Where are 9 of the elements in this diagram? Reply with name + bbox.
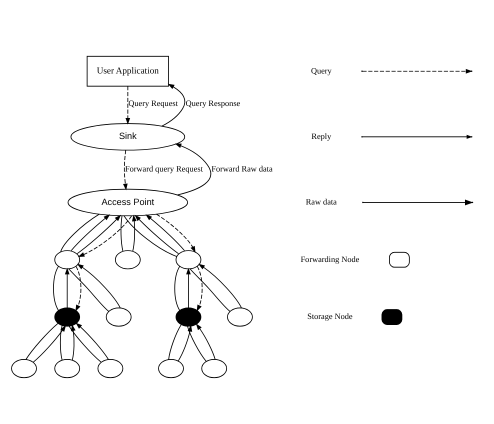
- legend-label: Storage Node: [307, 312, 353, 322]
- edge-label: Query Request: [128, 99, 178, 108]
- edge-label: Forward Raw data: [211, 164, 273, 174]
- legend-label: Query: [310, 66, 332, 76]
- legend-label: Reply: [311, 132, 332, 141]
- edge-label: Forward query Request: [125, 164, 203, 174]
- legend-label: Raw data: [306, 198, 337, 207]
- legend-label: Forwarding Node: [300, 254, 360, 264]
- edge-label: Query Response: [186, 99, 240, 108]
